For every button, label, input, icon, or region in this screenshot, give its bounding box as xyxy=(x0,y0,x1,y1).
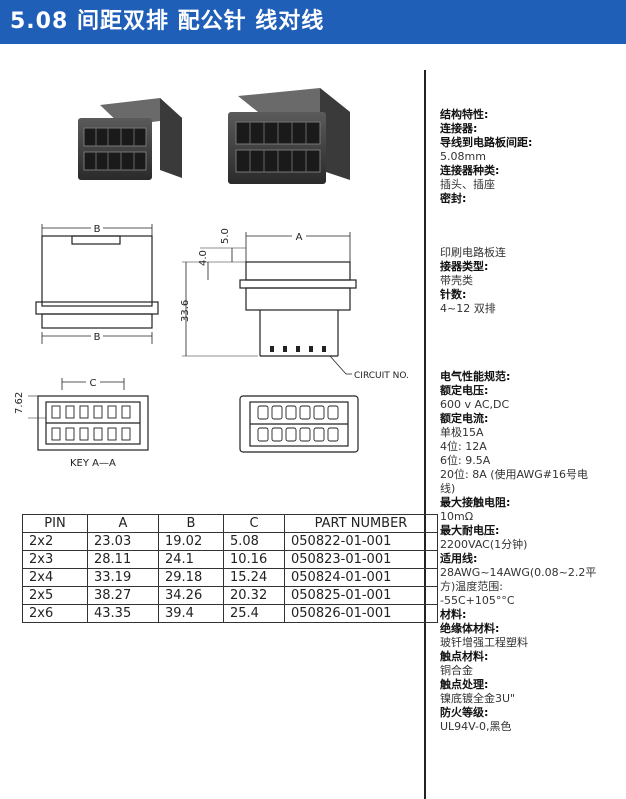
spec-value: 10mΩ xyxy=(440,510,474,523)
cell-c: 25.4 xyxy=(223,604,285,623)
circuit-no-label: CIRCUIT NO. xyxy=(354,371,409,381)
col-b: B xyxy=(158,514,224,533)
page-header: 5.08 间距双排 配公针 线对线 xyxy=(0,0,626,44)
col-part-number: PART NUMBER xyxy=(284,514,438,533)
spec-label: 电气性能规范: xyxy=(440,370,511,383)
spec-label: 连接器: xyxy=(440,122,478,135)
cell-a: 28.11 xyxy=(87,550,159,569)
connector-photo-large xyxy=(228,88,350,184)
mating-view-drawing xyxy=(239,395,359,453)
cell-a: 33.19 xyxy=(87,568,159,587)
connector-photo-small xyxy=(78,98,182,180)
spec-value: 600 v AC,DC xyxy=(440,398,510,411)
spec-label: 防火等级: xyxy=(440,706,489,719)
part-number-table: PIN A B C PART NUMBER 2x2 23.03 19.02 5.… xyxy=(22,514,438,623)
spec-value: 5.08mm xyxy=(440,150,486,163)
spec-label: 触点材料: xyxy=(440,650,489,663)
spec-label: 适用线: xyxy=(440,552,478,565)
spec-value: 玻钎增强工程塑料 xyxy=(440,636,528,649)
col-a: A xyxy=(87,514,159,533)
cell-b: 19.02 xyxy=(158,532,224,551)
table-header-row: PIN A B C PART NUMBER xyxy=(22,514,438,533)
cell-pin: 2x6 xyxy=(22,604,88,623)
table-row: 2x2 23.03 19.02 5.08 050822-01-001 xyxy=(22,532,438,551)
spec-label: 额定电压: xyxy=(440,384,489,397)
dim-label-b-top: B xyxy=(94,224,101,235)
col-c: C xyxy=(223,514,285,533)
dim-label-c: C xyxy=(90,378,97,389)
dim-label-b-bottom: B xyxy=(94,332,101,343)
spec-value: 线) xyxy=(440,482,456,495)
cell-c: 10.16 xyxy=(223,550,285,569)
cell-a: 43.35 xyxy=(87,604,159,623)
cell-pin: 2x4 xyxy=(22,568,88,587)
spec-label: 针数: xyxy=(440,288,467,301)
cell-b: 34.26 xyxy=(158,586,224,605)
spec-value: 单极15A xyxy=(440,426,484,439)
spec-label: 额定电流: xyxy=(440,412,489,425)
dim-4-0: 4.0 xyxy=(198,250,209,266)
spec-label: 触点处理: xyxy=(440,678,489,691)
spec-value: 6位: 9.5A xyxy=(440,454,491,467)
spec-label: 密封: xyxy=(440,192,467,205)
cell-c: 20.32 xyxy=(223,586,285,605)
cell-pin: 2x3 xyxy=(22,550,88,569)
spec-value: 插头、插座 xyxy=(440,178,495,191)
vertical-divider xyxy=(424,70,426,799)
cell-pin: 2x5 xyxy=(22,586,88,605)
cell-part-number: 050825-01-001 xyxy=(284,586,438,605)
cell-a: 23.03 xyxy=(87,532,159,551)
spec-label: 连接器种类: xyxy=(440,164,500,177)
spec-label: 结构特性: xyxy=(440,108,489,121)
cell-b: 39.4 xyxy=(158,604,224,623)
spec-value: 铜合金 xyxy=(440,664,473,677)
spec-label: 绝缘体材料: xyxy=(440,622,500,635)
cell-part-number: 050822-01-001 xyxy=(284,532,438,551)
page-title: 5.08 间距双排 配公针 线对线 xyxy=(10,9,325,34)
spec-value: -55C+105°°C xyxy=(440,594,515,607)
cell-a: 38.27 xyxy=(87,586,159,605)
cell-part-number: 050823-01-001 xyxy=(284,550,438,569)
cell-part-number: 050826-01-001 xyxy=(284,604,438,623)
dim-5-0: 5.0 xyxy=(220,228,231,244)
dim-label-a: A xyxy=(296,232,303,243)
spec-value: 2200VAC(1分钟) xyxy=(440,538,528,551)
cell-b: 24.1 xyxy=(158,550,224,569)
spec-value: 镍底镀全金3U" xyxy=(440,692,516,705)
cell-pin: 2x2 xyxy=(22,532,88,551)
spec-label: 最大接触电阻: xyxy=(440,496,511,509)
cell-c: 5.08 xyxy=(223,532,285,551)
front-view-drawing xyxy=(35,224,159,344)
dim-7-62: 7.62 xyxy=(14,392,25,414)
spec-label: 导线到电路板间距: xyxy=(440,136,533,149)
spec-value: 方)温度范围: xyxy=(440,580,503,593)
end-view-drawing xyxy=(28,378,149,451)
table-row: 2x6 43.35 39.4 25.4 050826-01-001 xyxy=(22,604,438,623)
connector-drawings: B B A 5.0 4.0 33.6 CIRCUIT NO. xyxy=(14,88,409,469)
spec-value: 印刷电路板连 xyxy=(440,246,506,259)
cell-c: 15.24 xyxy=(223,568,285,587)
spec-label: 接器类型: xyxy=(440,260,489,273)
cell-b: 29.18 xyxy=(158,568,224,587)
spec-label: 最大耐电压: xyxy=(440,524,500,537)
spec-value: 20位: 8A (使用AWG#16号电 xyxy=(440,468,589,481)
spec-value: 4位: 12A xyxy=(440,440,487,453)
spec-value: 28AWG~14AWG(0.08~2.2平 xyxy=(440,566,597,579)
table-row: 2x5 38.27 34.26 20.32 050825-01-001 xyxy=(22,586,438,605)
cell-part-number: 050824-01-001 xyxy=(284,568,438,587)
spec-label: 材料: xyxy=(440,608,467,621)
key-aa-label: KEY A—A xyxy=(70,458,116,469)
col-pin: PIN xyxy=(22,514,88,533)
spec-value: 4~12 双排 xyxy=(440,302,496,315)
table-row: 2x4 33.19 29.18 15.24 050824-01-001 xyxy=(22,568,438,587)
spec-value: UL94V-0,黑色 xyxy=(440,720,512,733)
table-row: 2x3 28.11 24.1 10.16 050823-01-001 xyxy=(22,550,438,569)
dim-33-6: 33.6 xyxy=(180,300,191,322)
spec-value: 带壳类 xyxy=(440,274,473,287)
spec-connector-type: 印刷电路板连接器类型:带壳类针数:4~12 双排 xyxy=(440,246,620,316)
